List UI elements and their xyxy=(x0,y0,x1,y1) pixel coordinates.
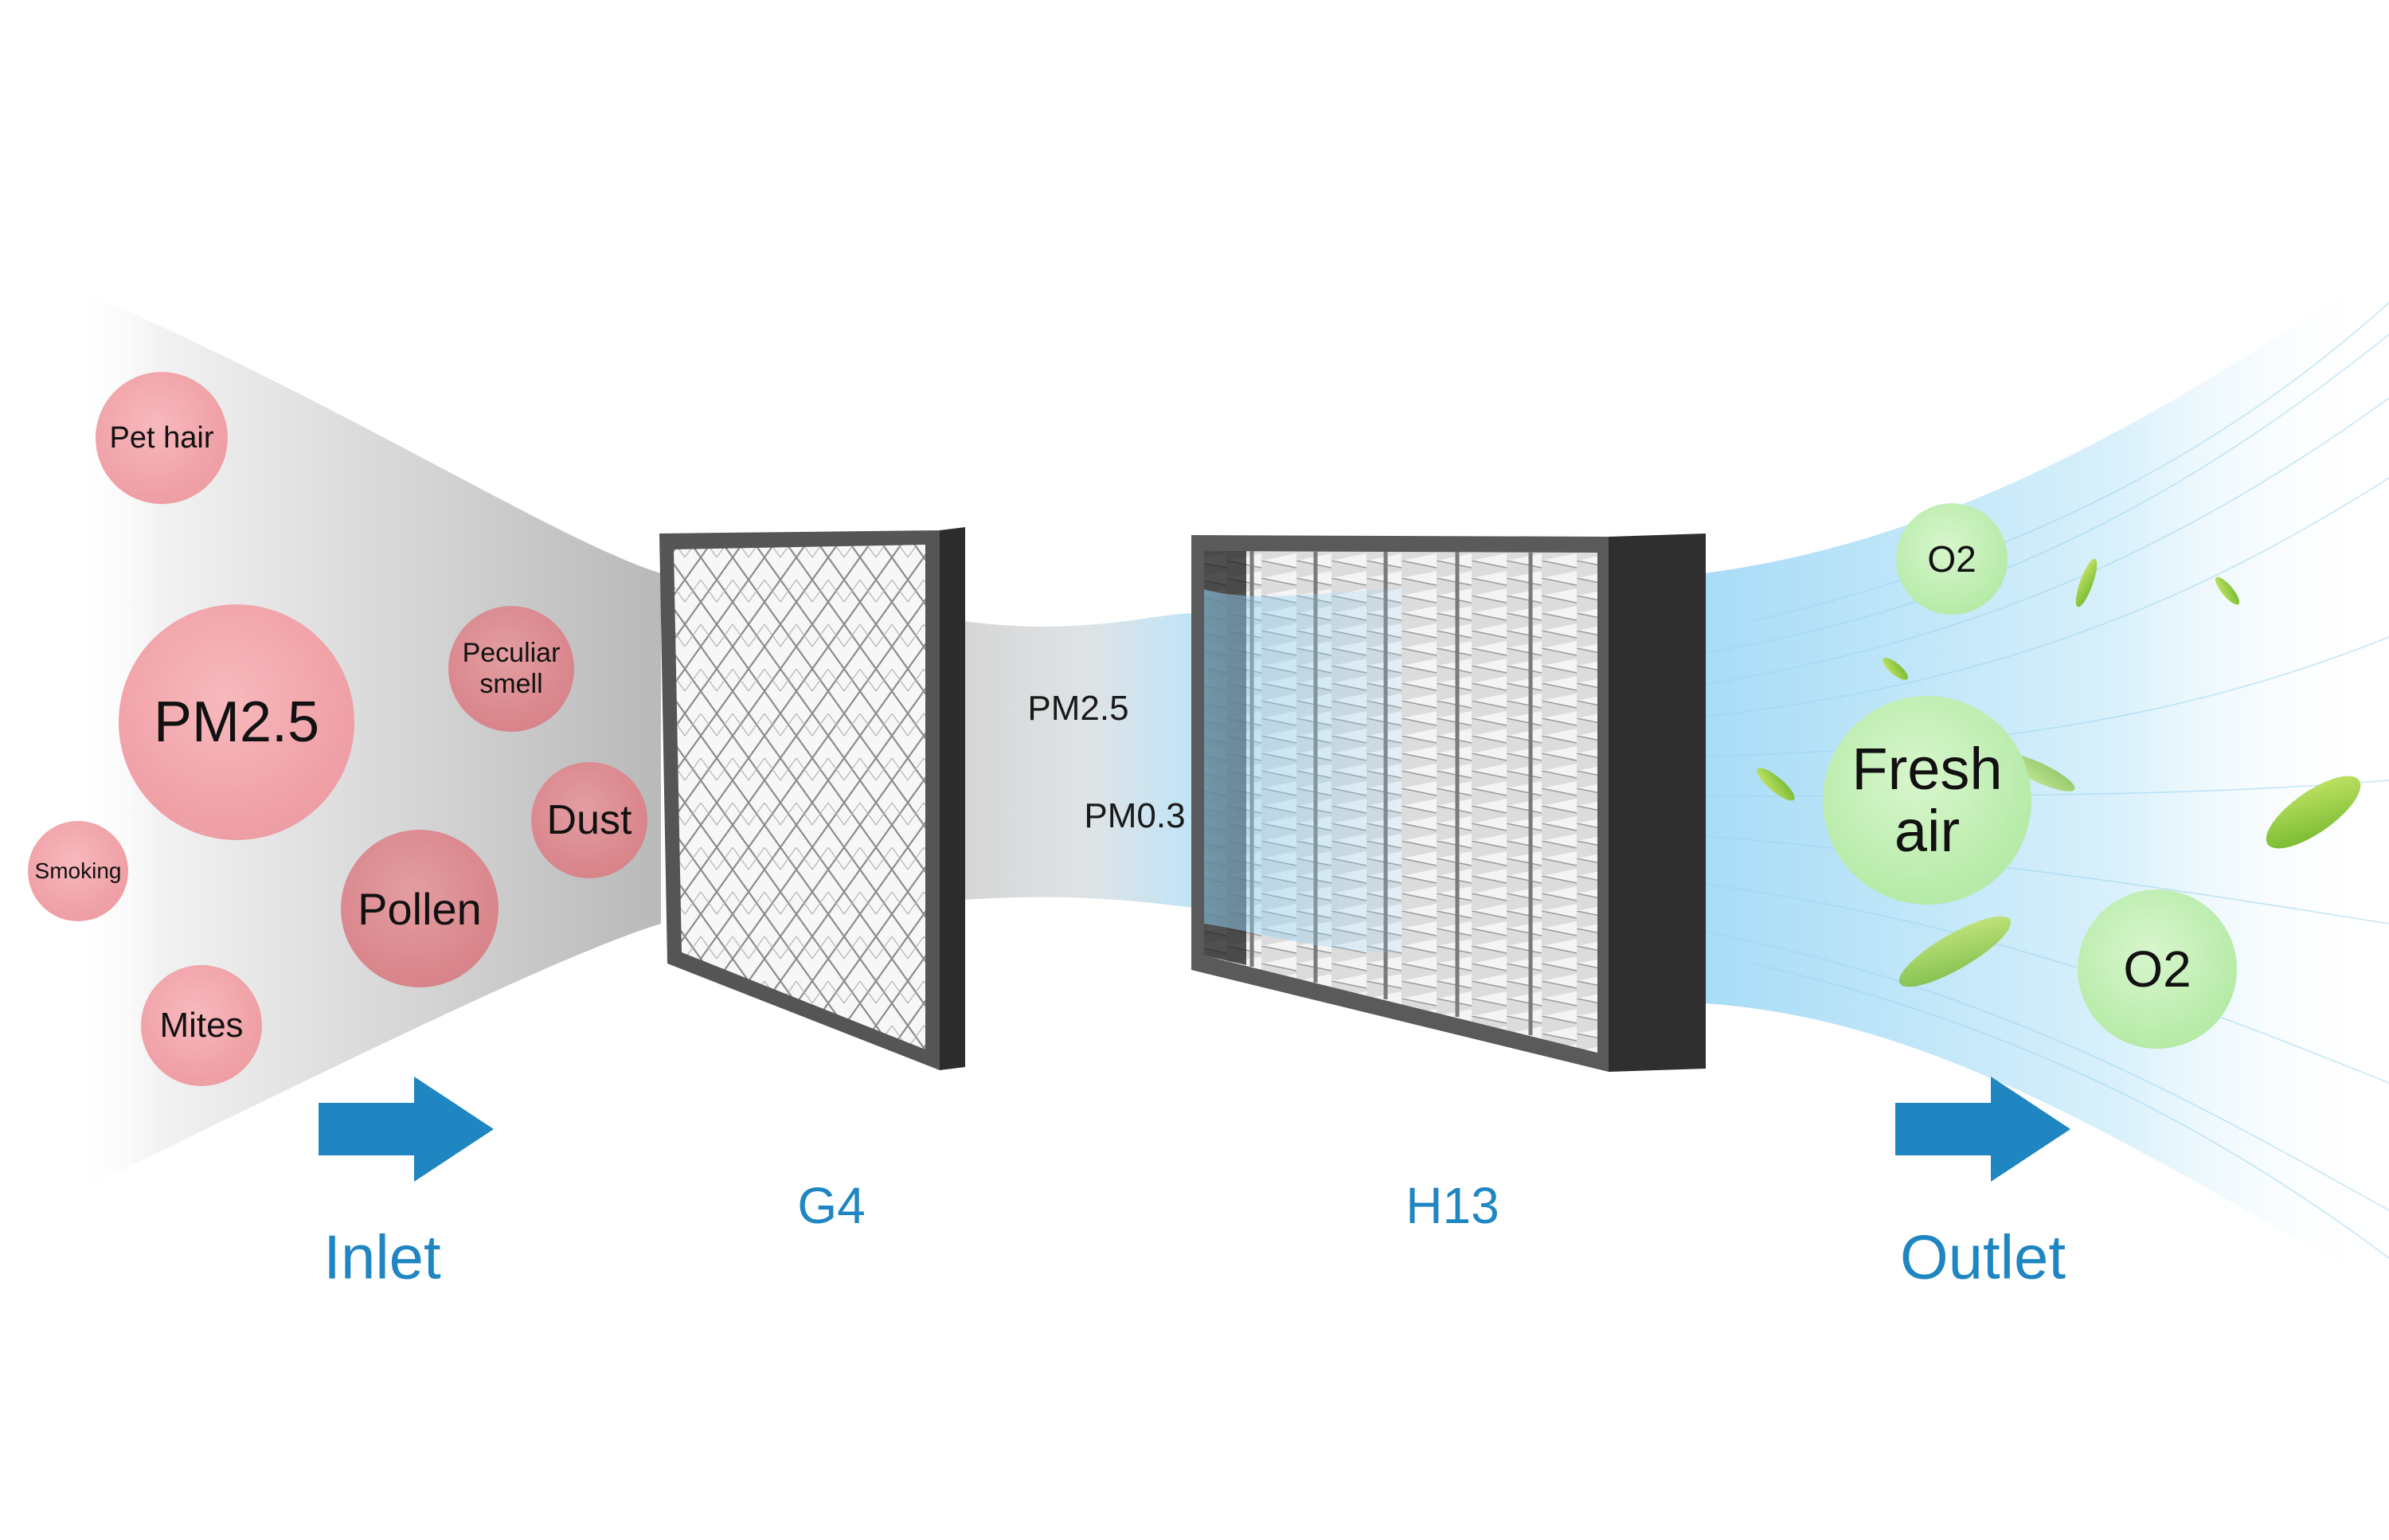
outlet-label: Outlet xyxy=(1899,1221,2066,1292)
peculiar-smell-label-line1: Peculiar xyxy=(462,637,561,668)
g4-filter-label: G4 xyxy=(797,1177,866,1234)
air-flow-lines xyxy=(1703,302,2389,1259)
dust-label: Dust xyxy=(546,797,632,843)
h13-filter xyxy=(1191,534,1706,1072)
pollen-bubble: Pollen xyxy=(341,830,499,987)
mid-pm25-label: PM2.5 xyxy=(1027,689,1129,728)
o2-small-bubble: O2 xyxy=(1896,503,2008,615)
smoking-label: Smoking xyxy=(34,858,122,883)
intermediate-air-stream xyxy=(964,613,1194,908)
pm25-bubble-label: PM2.5 xyxy=(153,690,320,754)
mid-pm03-label: PM0.3 xyxy=(1084,796,1186,835)
dust-bubble: Dust xyxy=(531,762,647,878)
h13-filter-label: H13 xyxy=(1406,1177,1499,1234)
pm25-bubble: PM2.5 xyxy=(119,604,354,840)
fresh-air-label-line1: Fresh xyxy=(1851,736,2003,803)
pet-hair-bubble: Pet hair xyxy=(96,372,228,504)
g4-filter xyxy=(659,527,965,1070)
peculiar-smell-bubble: Peculiar smell xyxy=(448,606,574,732)
pollen-label: Pollen xyxy=(358,883,482,934)
outlet-arrow-icon xyxy=(1895,1077,2070,1182)
inlet-arrow-icon xyxy=(319,1077,494,1182)
mites-bubble: Mites xyxy=(141,965,262,1086)
inlet-label: Inlet xyxy=(323,1221,441,1292)
fresh-air-bubble: Fresh air xyxy=(1823,696,2031,905)
peculiar-smell-label-line2: smell xyxy=(479,669,543,699)
smoking-bubble: Smoking xyxy=(28,821,128,921)
fresh-air-label-line2: air xyxy=(1894,798,1961,864)
o2-small-label: O2 xyxy=(1927,538,1976,580)
o2-large-label: O2 xyxy=(2123,940,2192,998)
o2-large-bubble: O2 xyxy=(2078,889,2237,1049)
pet-hair-label: Pet hair xyxy=(109,420,214,455)
mites-label: Mites xyxy=(159,1006,244,1045)
